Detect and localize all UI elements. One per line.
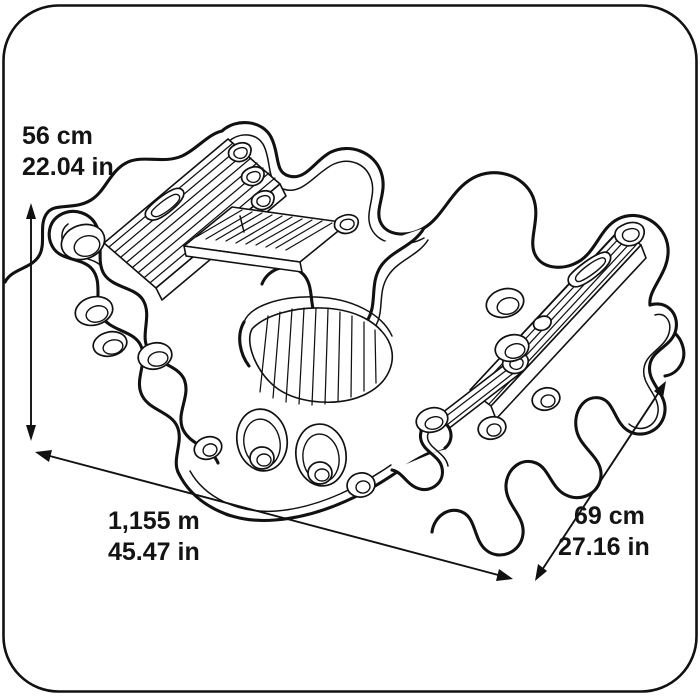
width-arrow-head-left (35, 450, 52, 462)
width-arrow-head-right (496, 569, 513, 581)
depth-arrow-head-top (654, 381, 666, 398)
hole-right-5 (531, 386, 561, 412)
height-imperial-label: 22.04 in (22, 153, 114, 181)
rung-ribs (195, 209, 333, 251)
depth-dimension: 69 cm 27.16 in (535, 381, 666, 581)
slot-handles (144, 187, 185, 221)
rocker-toy-illustration (3, 121, 686, 557)
hole-left-2 (74, 295, 114, 327)
rail-slot-handle (567, 251, 612, 288)
depth-metric-label: 69 cm (574, 502, 645, 530)
hole-right-1 (415, 406, 449, 434)
rung-end-knob (333, 214, 360, 235)
hole-right-2 (494, 333, 530, 363)
depth-arrow-head-bottom (535, 564, 547, 581)
depth-imperial-label: 27.16 in (558, 533, 650, 561)
height-dimension: 56 cm 22.04 in (22, 122, 114, 441)
hole-left-1 (60, 223, 106, 261)
width-dimension-line (45, 454, 503, 577)
rounded-rectangle-border (2, 4, 698, 693)
width-metric-label: 1,155 m (108, 507, 200, 535)
hole-left-3 (92, 330, 128, 358)
hole-base-small-2 (346, 472, 376, 498)
height-metric-label: 56 cm (22, 122, 93, 150)
hole-right-3 (485, 287, 525, 319)
hole-base-large-2 (295, 423, 347, 487)
middle-ribbed-step (183, 206, 360, 273)
height-arrow-head-top (26, 203, 36, 219)
rail-end-knob (614, 221, 645, 247)
center-ribbed-seat (238, 296, 393, 406)
hole-base-small-1 (193, 435, 223, 461)
width-dimension: 1,155 m 45.47 in (35, 450, 513, 581)
width-imperial-label: 45.47 in (108, 538, 200, 566)
rail-small-knob (532, 315, 552, 332)
right-side-wavy-panel (430, 302, 686, 557)
height-arrow-head-bottom (26, 425, 36, 441)
hole-left-4 (137, 341, 173, 371)
seat-ribs (259, 307, 377, 406)
oval-finger-holes (60, 223, 561, 498)
hole-right-4 (477, 415, 507, 441)
depth-dimension-line (541, 391, 660, 571)
hole-base-large-1 (235, 408, 289, 472)
step-knob-tabs (227, 141, 275, 211)
